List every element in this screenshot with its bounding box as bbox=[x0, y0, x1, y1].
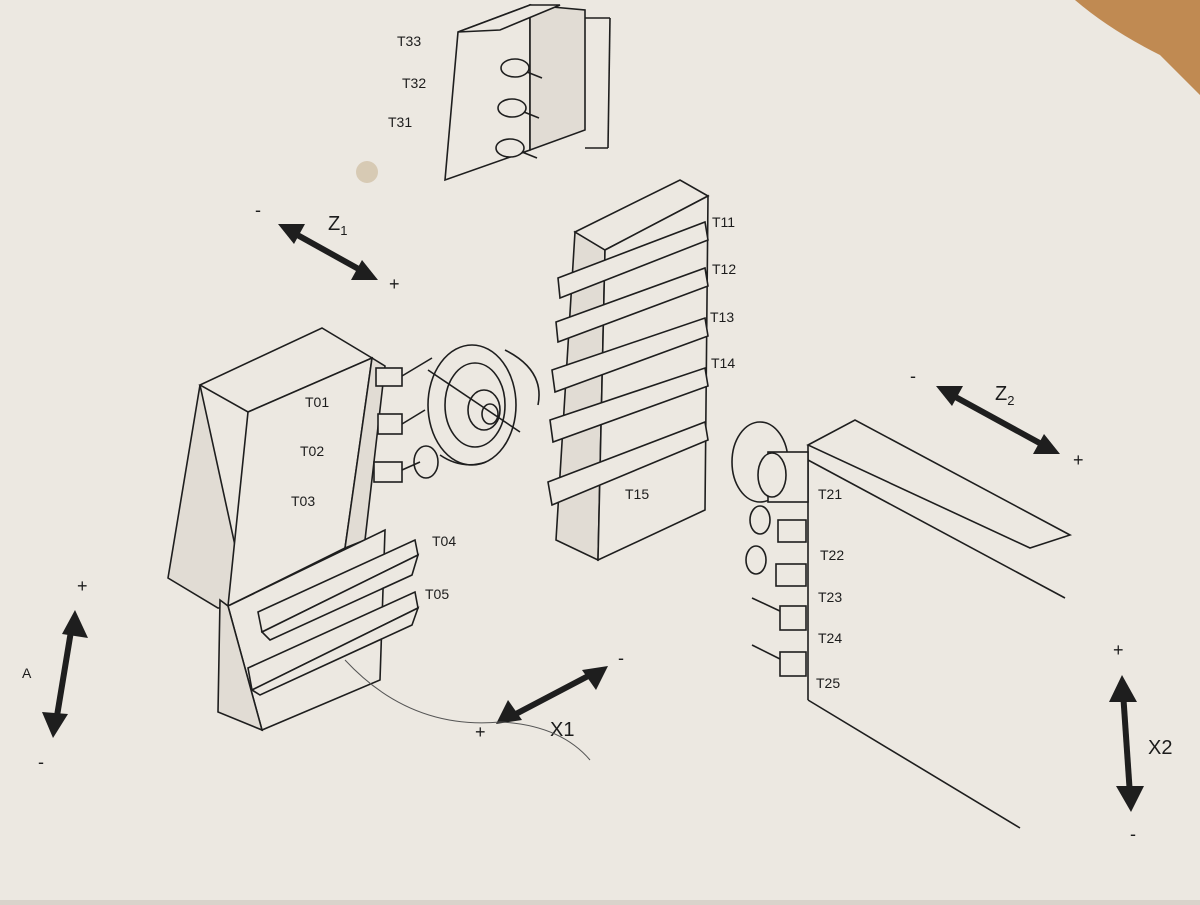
center-tool-block bbox=[547, 179, 710, 562]
a-minus: - bbox=[38, 752, 44, 772]
a-axis-arrow-icon bbox=[42, 610, 88, 738]
label-t15: T15 bbox=[625, 486, 649, 502]
label-t04: T04 bbox=[432, 533, 456, 549]
tool-holder-t01-icon bbox=[375, 357, 433, 387]
table-corner bbox=[1075, 0, 1200, 95]
z2-minus: - bbox=[910, 366, 916, 386]
z1-label: Z1 bbox=[328, 213, 347, 238]
a-plus: + bbox=[77, 576, 88, 596]
label-t23: T23 bbox=[818, 589, 842, 605]
tool-holder-t24-icon bbox=[751, 597, 807, 631]
label-t12: T12 bbox=[712, 261, 736, 277]
left-tool-block bbox=[167, 327, 420, 732]
a-label: A bbox=[22, 665, 32, 681]
x1-axis-arrow-icon bbox=[496, 666, 608, 724]
label-t33: T33 bbox=[397, 33, 421, 49]
top-tool-block bbox=[444, 3, 611, 182]
x1-plus: + bbox=[475, 722, 486, 742]
label-t24: T24 bbox=[818, 630, 842, 646]
z1-minus: - bbox=[255, 200, 261, 220]
label-t01: T01 bbox=[305, 394, 329, 410]
right-tool-block bbox=[806, 419, 1073, 829]
z1-axis-arrow-icon bbox=[278, 224, 378, 280]
sub-spindle-chuck-icon bbox=[731, 421, 809, 503]
x1-minus: - bbox=[618, 648, 624, 668]
label-t32: T32 bbox=[402, 75, 426, 91]
tool-holder-t22-icon bbox=[749, 505, 807, 543]
drill-t33-icon bbox=[500, 58, 543, 79]
label-t11: T11 bbox=[712, 214, 735, 230]
x2-minus: - bbox=[1130, 824, 1136, 844]
label-t22: T22 bbox=[820, 547, 844, 563]
main-spindle-chuck-icon bbox=[427, 344, 540, 466]
label-t25: T25 bbox=[816, 675, 840, 691]
z2-label: Z2 bbox=[995, 383, 1014, 408]
x2-plus: + bbox=[1113, 640, 1124, 660]
label-t31: T31 bbox=[388, 114, 412, 130]
label-t02: T02 bbox=[300, 443, 324, 459]
x2-label: X2 bbox=[1148, 737, 1172, 759]
label-t05: T05 bbox=[425, 586, 449, 602]
label-t21: T21 bbox=[818, 486, 842, 502]
x1-label: X1 bbox=[550, 719, 574, 741]
tool-holder-t25-icon bbox=[751, 644, 807, 677]
z1-plus: + bbox=[389, 274, 400, 294]
x2-axis-arrow-icon bbox=[1109, 675, 1144, 812]
tool-holder-t02-icon bbox=[377, 409, 426, 435]
label-t14: T14 bbox=[711, 355, 735, 371]
z2-axis-arrow-icon bbox=[936, 386, 1060, 454]
paper-stain bbox=[356, 161, 378, 183]
tool-holder-t03-icon bbox=[373, 445, 439, 483]
label-t13: T13 bbox=[710, 309, 734, 325]
z2-plus: + bbox=[1073, 450, 1084, 470]
drill-t31-icon bbox=[495, 138, 538, 159]
label-t03: T03 bbox=[291, 493, 315, 509]
pencil-mark bbox=[344, 659, 591, 761]
tool-holder-t23-icon bbox=[745, 545, 807, 587]
drill-t32-icon bbox=[497, 98, 540, 119]
